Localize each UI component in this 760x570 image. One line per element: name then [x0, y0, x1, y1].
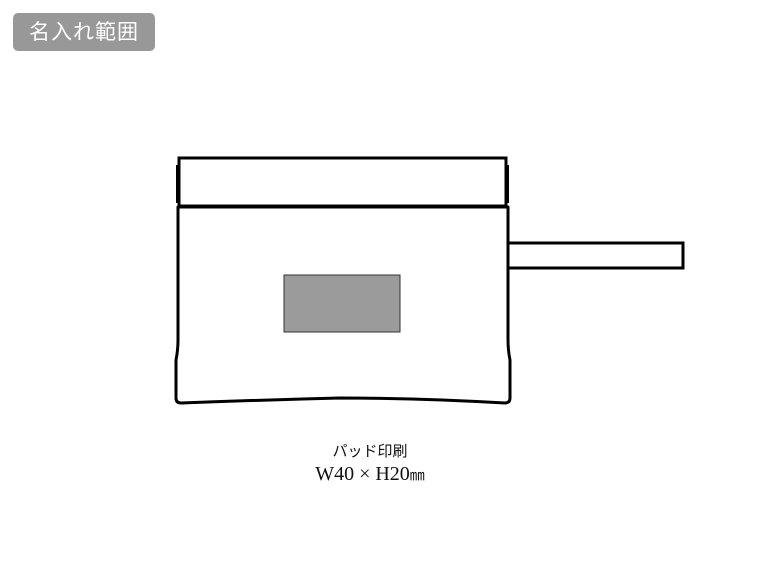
pouch-top-band-right-edge — [505, 165, 509, 203]
print-area-rect — [283, 274, 401, 333]
pouch-top-band — [177, 156, 508, 208]
print-method-label: パッド印刷 — [332, 442, 408, 460]
print-size-unit: ㎜ — [409, 468, 425, 484]
pouch-top-band-left-edge — [176, 165, 180, 203]
pouch-strap — [506, 241, 685, 270]
print-area-badge: 名入れ範囲 — [13, 13, 155, 51]
print-size-label: W40 × H20㎜ — [240, 463, 500, 486]
print-size-value: W40 × H20 — [315, 463, 410, 485]
